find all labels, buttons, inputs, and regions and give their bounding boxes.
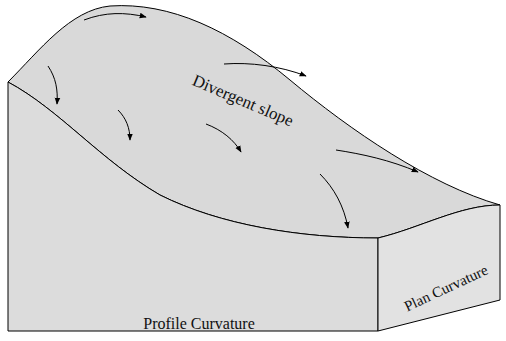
front-face <box>8 82 378 331</box>
profile-curvature-label: Profile Curvature <box>143 316 255 332</box>
side-face <box>378 205 500 331</box>
flow-arrows <box>48 14 418 228</box>
